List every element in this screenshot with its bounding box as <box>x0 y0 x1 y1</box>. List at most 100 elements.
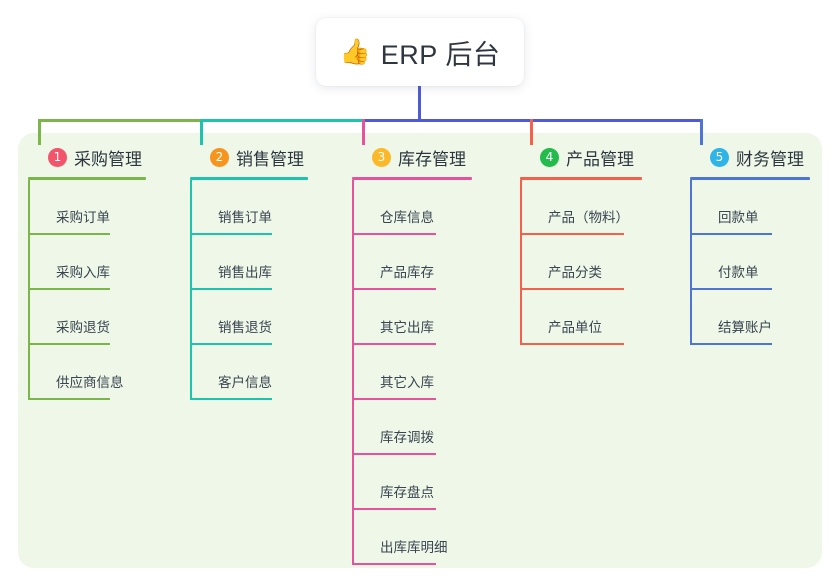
leaf-item[interactable]: 产品（物料） <box>520 180 690 235</box>
column-spine-1 <box>28 180 30 400</box>
leaf-item-label: 客户信息 <box>218 375 272 390</box>
leaf-item-label: 销售订单 <box>218 210 272 225</box>
leaf-item[interactable]: 其它入库 <box>352 345 522 400</box>
leaf-item-rule <box>190 398 272 400</box>
leaf-item[interactable]: 出库库明细 <box>352 510 522 565</box>
column-header-3[interactable]: 3 库存管理 <box>352 144 522 170</box>
leaf-item-label: 回款单 <box>718 210 759 225</box>
leaf-item-label: 采购入库 <box>56 265 110 280</box>
root-node-label: ERP 后台 <box>380 39 501 70</box>
root-node[interactable]: 👍 ERP 后台 <box>316 18 524 86</box>
drop-connector-3 <box>362 119 365 145</box>
leaf-item[interactable]: 库存盘点 <box>352 455 522 510</box>
thumbs-up-icon: 👍 <box>339 37 371 66</box>
column-items-4: 产品（物料） 产品分类产品单位 <box>520 180 690 345</box>
leaf-item-rule <box>352 398 436 400</box>
column-title-5: 财务管理 <box>736 149 804 169</box>
leaf-item[interactable]: 销售退货 <box>190 290 350 345</box>
leaf-item-rule <box>690 343 772 345</box>
leaf-item-rule <box>352 343 436 345</box>
leaf-item-rule <box>352 453 436 455</box>
leaf-item-label: 采购退货 <box>56 320 110 335</box>
column-title-3: 库存管理 <box>398 149 466 169</box>
column-items-1: 采购订单采购入库采购退货供应商信息 <box>28 180 188 400</box>
leaf-item[interactable]: 结算账户 <box>690 290 830 345</box>
leaf-item[interactable]: 销售订单 <box>190 180 350 235</box>
leaf-item-rule <box>520 343 624 345</box>
leaf-item-rule <box>28 398 110 400</box>
column-rule-4 <box>520 177 642 180</box>
leaf-item-rule <box>28 343 110 345</box>
column-badge-1: 1 <box>48 147 67 167</box>
column-rule-2 <box>190 177 308 180</box>
leaf-item-label: 采购订单 <box>56 210 110 225</box>
column-header-4[interactable]: 4 产品管理 <box>520 144 690 170</box>
column-3: 3 库存管理仓库信息产品库存其它出库其它入库库存调拨库存盘点出库库明细 <box>352 144 522 565</box>
leaf-item[interactable]: 采购退货 <box>28 290 188 345</box>
column-rule-5 <box>690 177 810 180</box>
column-spine-4 <box>520 180 522 345</box>
leaf-item-rule <box>28 233 110 235</box>
leaf-item-rule <box>190 288 272 290</box>
drop-connector-5 <box>700 119 703 145</box>
column-badge-4: 4 <box>540 147 559 167</box>
column-header-5[interactable]: 5 财务管理 <box>690 144 830 170</box>
leaf-item[interactable]: 采购入库 <box>28 235 188 290</box>
leaf-item-rule <box>352 288 436 290</box>
bus-segment-1 <box>38 119 202 122</box>
leaf-item-label: 付款单 <box>718 265 759 280</box>
leaf-item[interactable]: 付款单 <box>690 235 830 290</box>
leaf-item-label: 库存盘点 <box>380 485 434 500</box>
leaf-item[interactable]: 其它出库 <box>352 290 522 345</box>
leaf-item-rule <box>690 288 772 290</box>
column-badge-5: 5 <box>710 147 729 167</box>
column-header-1[interactable]: 1 采购管理 <box>28 144 188 170</box>
leaf-item-rule <box>520 233 624 235</box>
leaf-item-label: 其它出库 <box>380 320 434 335</box>
leaf-item[interactable]: 仓库信息 <box>352 180 522 235</box>
leaf-item[interactable]: 库存调拨 <box>352 400 522 455</box>
leaf-item-label: 库存调拨 <box>380 430 434 445</box>
leaf-item-label: 产品单位 <box>548 320 602 335</box>
leaf-item[interactable]: 回款单 <box>690 180 830 235</box>
leaf-item-label: 出库库明细 <box>380 540 448 555</box>
leaf-item-rule <box>28 288 110 290</box>
column-spine-3 <box>352 180 354 565</box>
leaf-item[interactable]: 产品库存 <box>352 235 522 290</box>
leaf-item[interactable]: 采购订单 <box>28 180 188 235</box>
column-4: 4 产品管理产品（物料） 产品分类产品单位 <box>520 144 690 345</box>
column-title-4: 产品管理 <box>566 149 634 169</box>
leaf-item-label: 仓库信息 <box>380 210 434 225</box>
column-header-2[interactable]: 2 销售管理 <box>190 144 350 170</box>
leaf-item[interactable]: 销售出库 <box>190 235 350 290</box>
leaf-item[interactable]: 产品分类 <box>520 235 690 290</box>
diagram-panel <box>18 133 822 568</box>
leaf-item-label: 销售退货 <box>218 320 272 335</box>
column-5: 5 财务管理回款单付款单结算账户 <box>690 144 830 345</box>
leaf-item-label: 其它入库 <box>380 375 434 390</box>
leaf-item-label: 产品分类 <box>548 265 602 280</box>
column-spine-2 <box>190 180 192 400</box>
column-badge-2: 2 <box>210 147 229 167</box>
leaf-item[interactable]: 产品单位 <box>520 290 690 345</box>
column-items-2: 销售订单销售出库销售退货客户信息 <box>190 180 350 400</box>
drop-connector-1 <box>38 119 41 145</box>
leaf-item-label: 供应商信息 <box>56 375 124 390</box>
column-items-5: 回款单付款单结算账户 <box>690 180 830 345</box>
column-rule-1 <box>28 177 146 180</box>
leaf-item[interactable]: 供应商信息 <box>28 345 188 400</box>
leaf-item-rule <box>190 343 272 345</box>
bus-segment-2 <box>200 119 364 122</box>
leaf-item[interactable]: 客户信息 <box>190 345 350 400</box>
column-rule-3 <box>352 177 472 180</box>
column-1: 1 采购管理采购订单采购入库采购退货供应商信息 <box>28 144 188 400</box>
leaf-item-rule <box>190 233 272 235</box>
leaf-item-rule <box>352 563 436 565</box>
trunk-connector <box>418 86 421 122</box>
leaf-item-rule <box>520 288 624 290</box>
column-title-1: 采购管理 <box>74 149 142 169</box>
column-badge-3: 3 <box>372 147 391 167</box>
drop-connector-4 <box>530 119 533 145</box>
leaf-item-label: 结算账户 <box>718 320 772 335</box>
column-title-2: 销售管理 <box>236 149 304 169</box>
